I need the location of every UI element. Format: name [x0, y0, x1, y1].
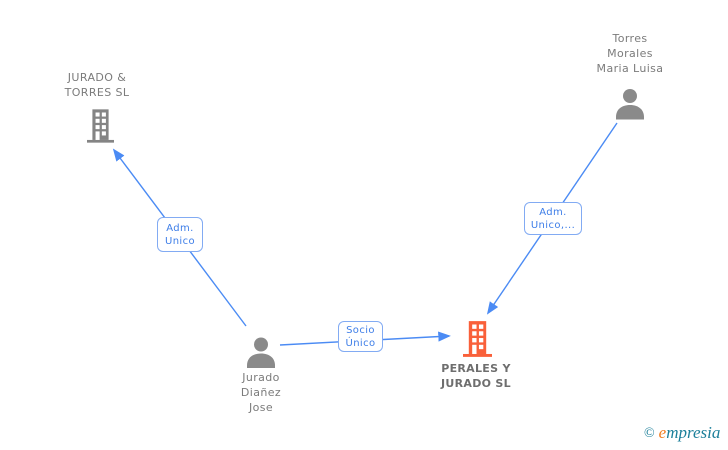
empresia-logo[interactable]: ©empresia [644, 424, 720, 443]
node-label-jurado-torres-sl[interactable]: JURADO & TORRES SL [64, 71, 130, 99]
building-icon-highlighted[interactable] [463, 320, 492, 362]
brand-name: mpresia [666, 423, 721, 442]
person-icon[interactable] [244, 337, 278, 372]
edge-label-adm-unico-2[interactable]: Adm. Unico,... [524, 202, 582, 235]
node-label-jurado-dianez-jose[interactable]: Jurado Diañez Jose [240, 371, 282, 414]
edge-label-adm-unico[interactable]: Adm. Unico [157, 217, 203, 252]
person-icon[interactable] [613, 88, 647, 124]
edge-label-socio-unico[interactable]: Socio Único [338, 321, 383, 352]
node-label-perales-y-jurado-sl[interactable]: PERALES Y JURADO SL [441, 362, 511, 390]
copyright-icon: © [644, 426, 655, 441]
brand-initial: e [658, 423, 667, 442]
building-icon[interactable] [87, 109, 114, 147]
node-label-torres-morales-maria-luisa[interactable]: Torres Morales Maria Luisa [596, 32, 664, 75]
